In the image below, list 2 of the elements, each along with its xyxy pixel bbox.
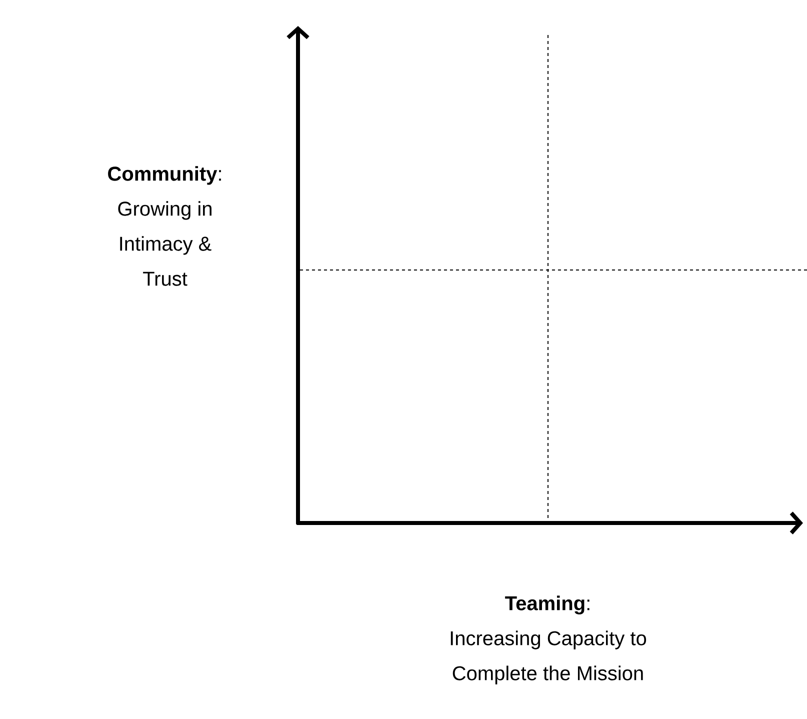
axis-label: Community: Growing in Intimacy & Trust — [108, 166, 221, 286]
axis-label: Teaming: Increasing Capacity to Complete the Mission — [450, 596, 646, 684]
